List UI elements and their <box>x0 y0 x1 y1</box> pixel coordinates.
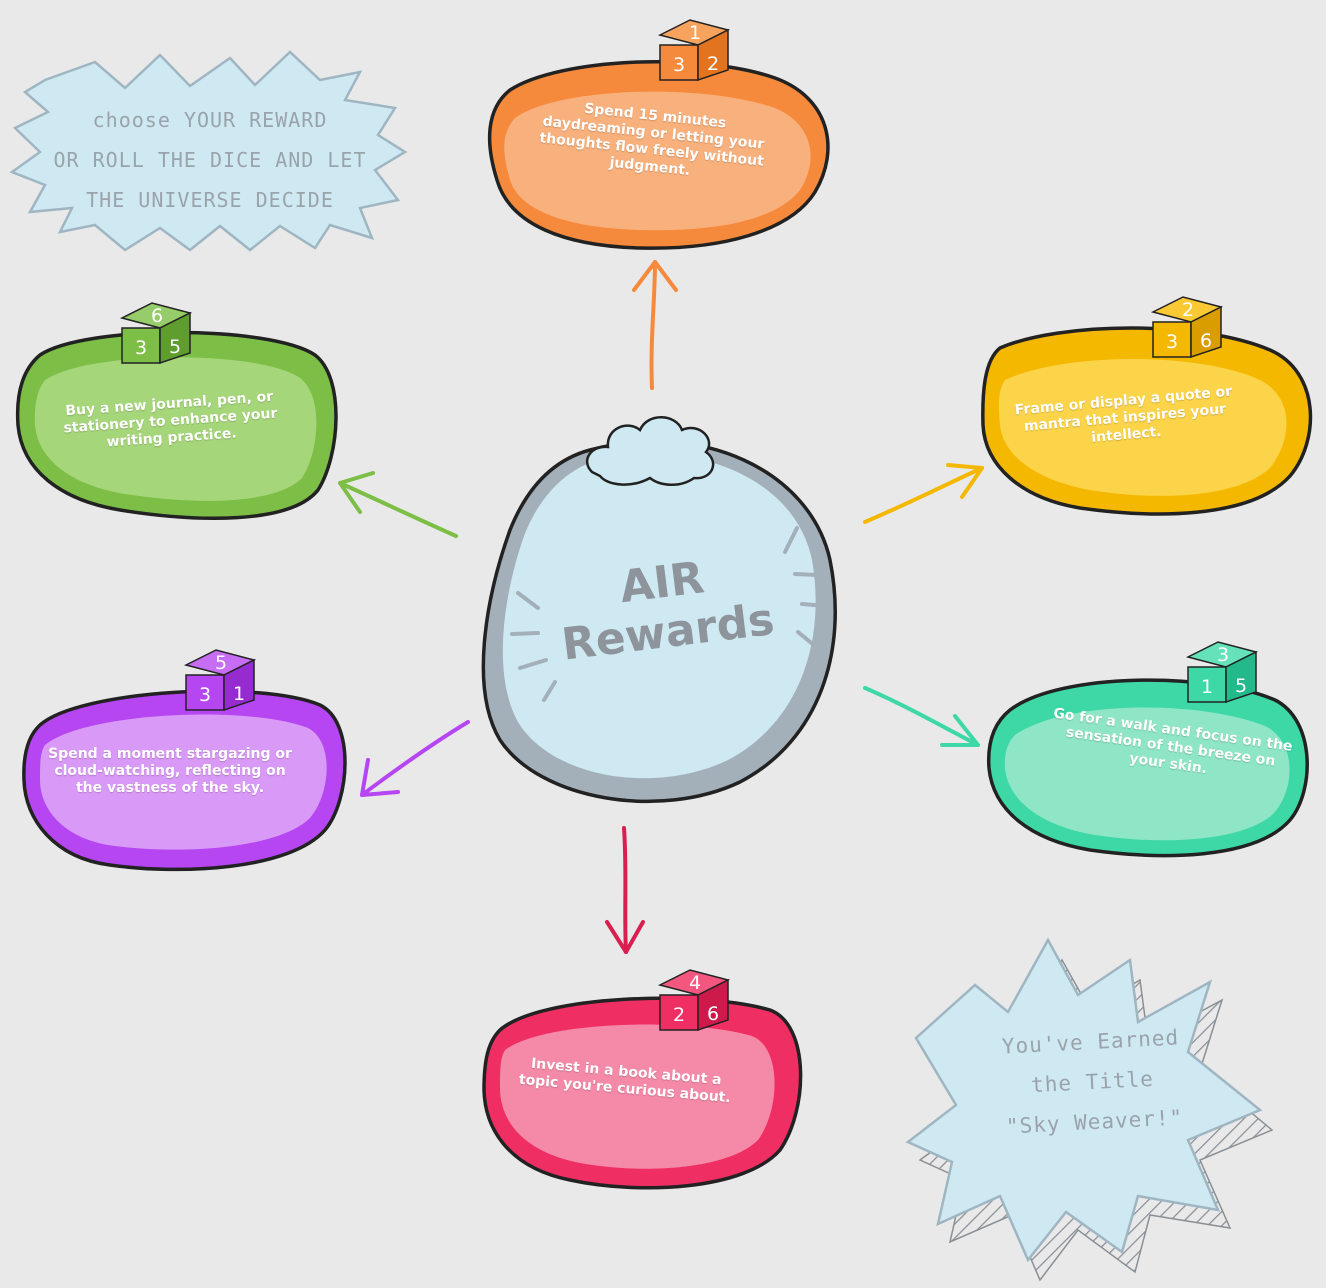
banner-line-3: THE UNIVERSE DECIDE <box>86 188 334 212</box>
title-badge: You've Earned the Title "Sky Weaver!" <box>982 1016 1203 1147</box>
dice-green: 6 3 5 <box>119 302 193 365</box>
dice-face-side: 2 <box>707 53 719 75</box>
arrow-to-yellow <box>863 463 984 524</box>
reward-blob-pink <box>482 996 803 1190</box>
dice-face-side: 6 <box>1200 330 1212 352</box>
reward-blob-purple <box>22 689 347 872</box>
dice-face-front: 1 <box>1201 676 1213 698</box>
title-badge-shape <box>905 937 1274 1282</box>
arrow-to-orange <box>632 260 678 390</box>
reward-blob-orange <box>487 59 830 250</box>
dice-face-front: 3 <box>135 337 147 359</box>
dice-face-side: 5 <box>169 336 181 358</box>
dice-face-top: 2 <box>1182 299 1194 321</box>
arrow-to-pink <box>605 826 645 954</box>
arrow-to-purple <box>360 720 470 797</box>
reward-text-purple: Spend a moment stargazing or cloud-watch… <box>48 746 292 796</box>
banner-line-2: OR ROLL THE DICE AND LET <box>53 148 367 172</box>
reward-blob-green <box>15 330 338 520</box>
instruction-banner-shape <box>9 50 408 252</box>
dice-teal: 3 1 5 <box>1185 641 1259 704</box>
arrow-to-green <box>338 471 458 538</box>
dice-face-side: 5 <box>1235 675 1247 697</box>
dice-face-front: 2 <box>673 1004 685 1026</box>
dice-face-top: 5 <box>215 652 227 674</box>
instruction-banner: choose YOUR REWARD OR ROLL THE DICE AND … <box>40 100 380 220</box>
dice-face-front: 3 <box>199 684 211 706</box>
reward-blob-yellow <box>981 326 1313 516</box>
dice-face-top: 6 <box>151 305 163 327</box>
banner-line-1: choose YOUR REWARD <box>92 108 328 132</box>
dice-face-top: 1 <box>689 22 701 44</box>
dice-face-front: 3 <box>673 54 685 76</box>
dice-face-side: 6 <box>707 1003 719 1025</box>
dice-pink: 4 2 6 <box>657 969 731 1032</box>
center-bag <box>481 416 837 804</box>
dice-purple: 5 3 1 <box>183 649 257 712</box>
dice-face-side: 1 <box>233 683 245 705</box>
dice-face-top: 4 <box>689 972 701 994</box>
reward-blob-teal <box>986 678 1309 858</box>
dice-face-top: 3 <box>1217 644 1229 666</box>
dice-face-front: 3 <box>1166 331 1178 353</box>
dice-orange: 1 3 2 <box>657 19 731 82</box>
arrow-to-teal <box>863 686 980 747</box>
dice-yellow: 2 3 6 <box>1150 296 1224 359</box>
